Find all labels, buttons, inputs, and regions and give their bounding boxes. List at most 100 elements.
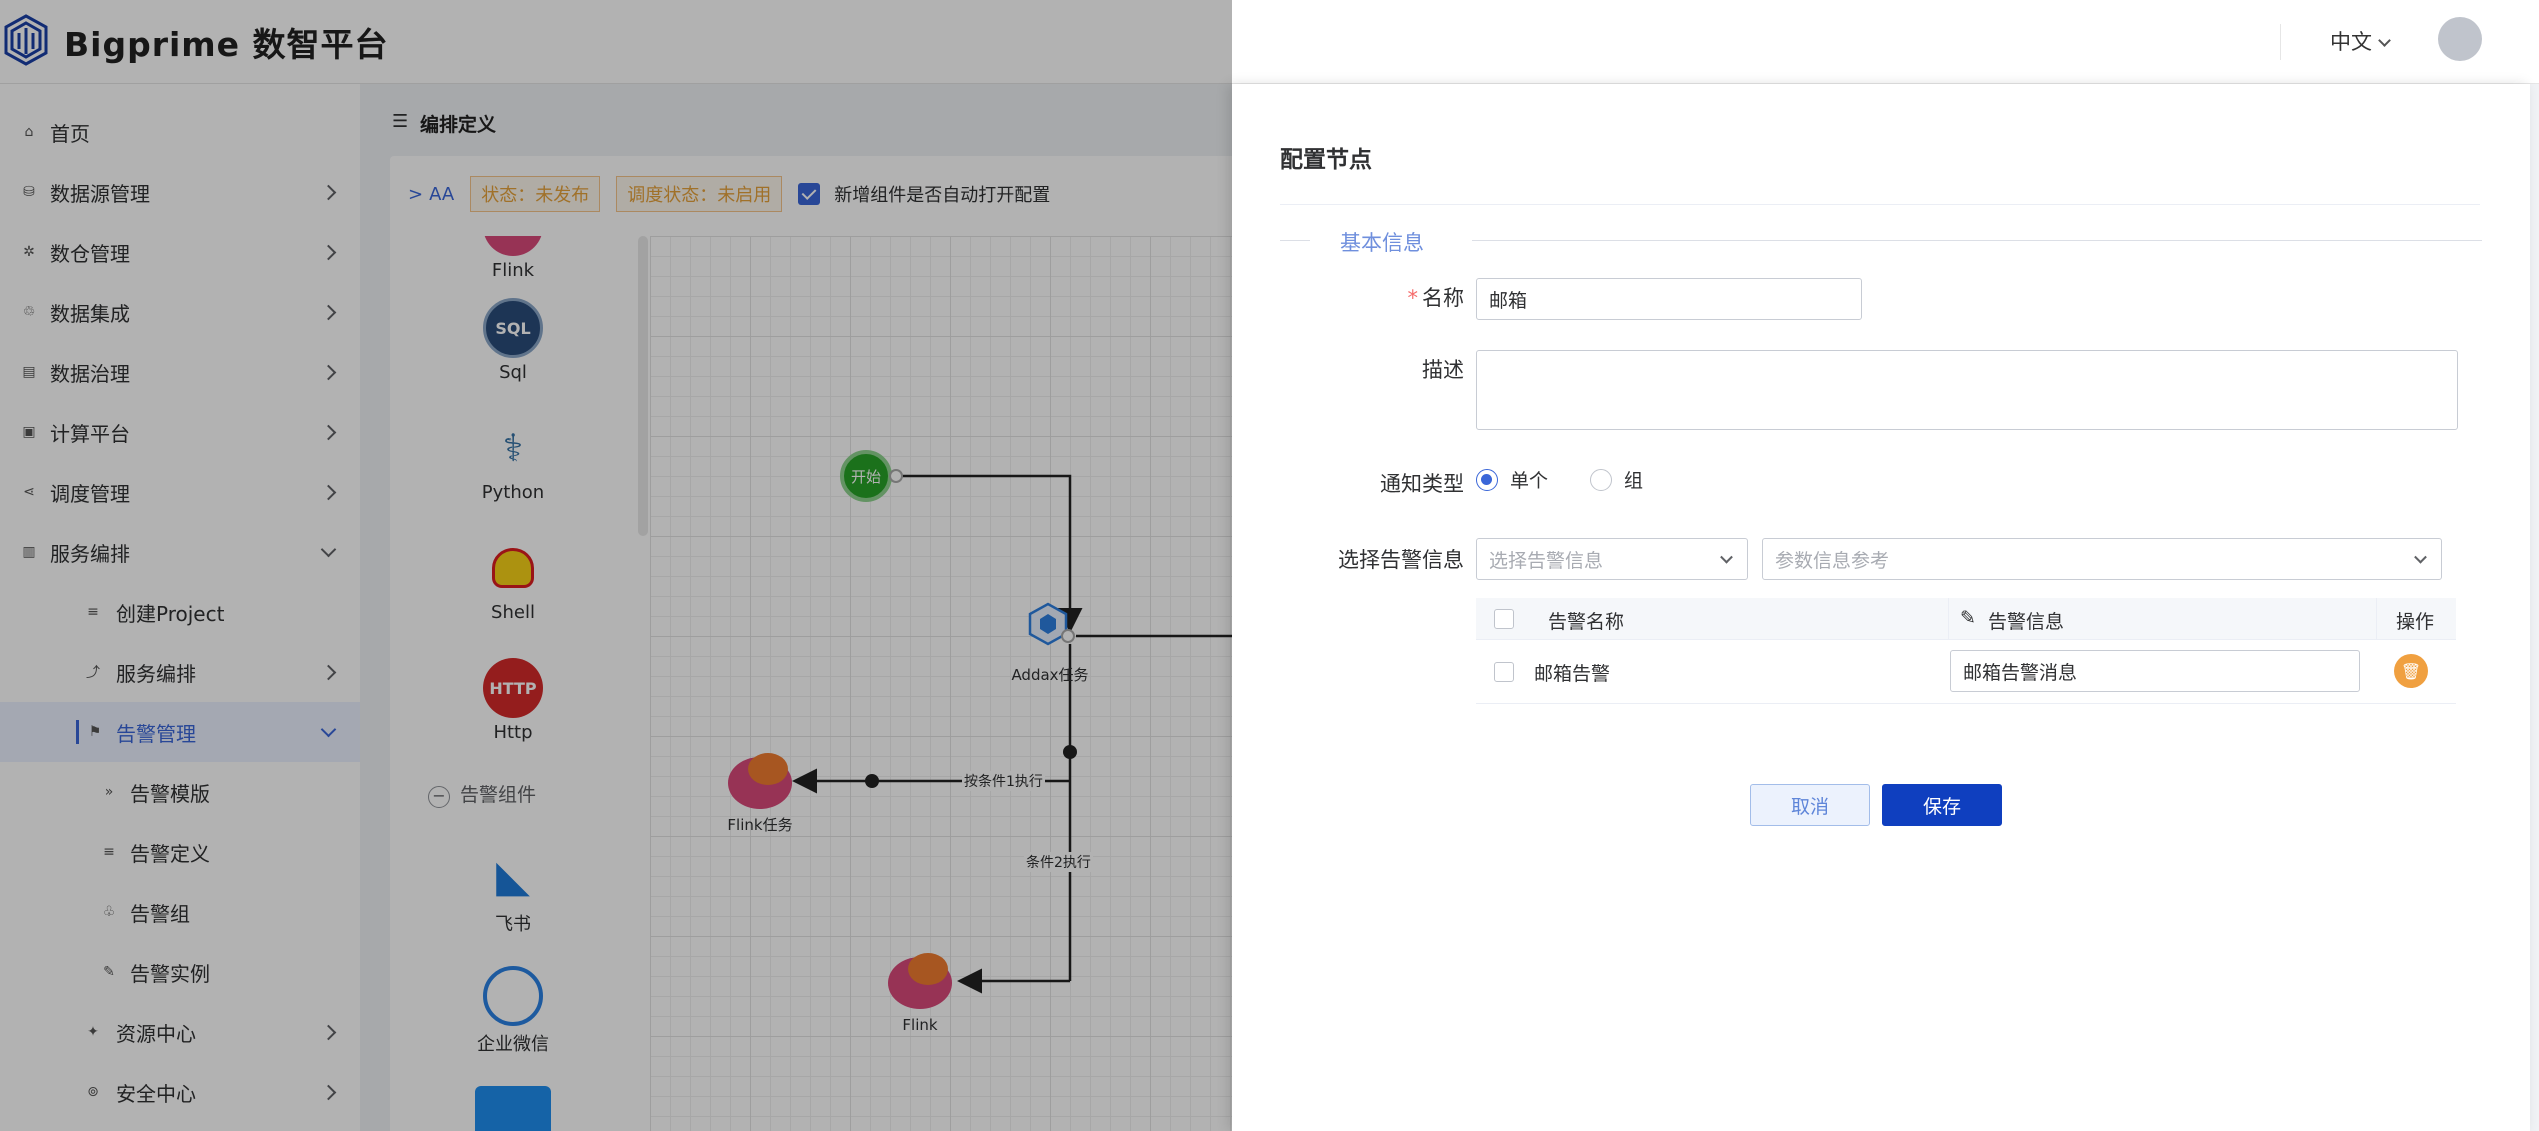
- sidebar-item-home[interactable]: ⌂ 首页: [0, 102, 360, 162]
- sidebar-item-alert-group[interactable]: ♧ 告警组: [0, 882, 360, 942]
- top-header: Bigprime 数智平台 中文: [0, 0, 2539, 84]
- palette-item-wecom[interactable]: 企业微信: [408, 966, 618, 1056]
- cancel-button[interactable]: 取消: [1750, 784, 1870, 826]
- alert-message-input[interactable]: 邮箱告警消息: [1950, 650, 2360, 692]
- sidebar-item-datasource[interactable]: ⛁ 数据源管理: [0, 162, 360, 222]
- sidebar-item-alert-definition[interactable]: ≡ 告警定义: [0, 822, 360, 882]
- palette-item-label: 企业微信: [477, 1034, 549, 1055]
- integration-icon: ♲: [22, 304, 36, 320]
- notify-type-label: 通知类型: [1380, 472, 1464, 496]
- param-reference-select[interactable]: 参数信息参考: [1762, 538, 2442, 580]
- sidebar-item-label: 安全中心: [116, 1081, 196, 1106]
- group-icon: ♧: [102, 904, 116, 920]
- governance-icon: ▤: [22, 364, 36, 380]
- sidebar-item-label: 计算平台: [50, 421, 130, 446]
- select-placeholder: 选择告警信息: [1489, 549, 1604, 572]
- column-header-alert-name: 告警名称: [1548, 611, 1625, 633]
- sidebar-item-schedule[interactable]: ⋖ 调度管理: [0, 462, 360, 522]
- auto-open-checkbox[interactable]: [798, 183, 821, 205]
- palette-item-shell[interactable]: Shell: [408, 538, 618, 623]
- palette-item-label: Flink: [491, 260, 535, 281]
- palette-item-feishu[interactable]: ◣ 飞书: [408, 846, 618, 936]
- column-separator: [1948, 598, 1949, 640]
- section-divider-left: [1280, 240, 1310, 241]
- flow-name[interactable]: AA: [429, 183, 455, 205]
- sidebar-item-alert-instance[interactable]: ✎ 告警实例: [0, 942, 360, 1002]
- palette-item-label: Python: [481, 482, 545, 503]
- name-field[interactable]: 邮箱: [1476, 278, 1862, 320]
- palette-item-flink[interactable]: Flink: [408, 236, 618, 281]
- sidebar-item-label: 告警模版: [130, 781, 210, 806]
- orchestration-icon: ▥: [22, 544, 36, 560]
- row-checkbox[interactable]: [1494, 662, 1514, 682]
- sidebar-item-compute[interactable]: ▣ 计算平台: [0, 402, 360, 462]
- edit-icon: ✎: [1960, 607, 1976, 629]
- header-divider: [2280, 24, 2281, 60]
- alert-name-cell: 邮箱告警: [1534, 663, 1611, 685]
- sidebar-item-label: 服务编排: [116, 661, 196, 686]
- active-indicator: [76, 720, 79, 744]
- radio-unchecked-icon: [1590, 468, 1612, 491]
- warehouse-icon: ✲: [23, 244, 35, 260]
- alert-info-select[interactable]: 选择告警信息: [1476, 538, 1748, 580]
- status-badge: 状态：未发布: [470, 176, 601, 212]
- flink-task-node-label[interactable]: Flink任务: [727, 816, 793, 834]
- save-button[interactable]: 保存: [1882, 784, 2002, 826]
- sidebar-item-label: 告警组: [130, 901, 190, 926]
- start-node[interactable]: 开始: [850, 468, 881, 486]
- modal-overlay[interactable]: [0, 0, 1232, 1131]
- sidebar-item-resource-center[interactable]: ✦ 资源中心: [0, 1002, 360, 1062]
- palette-item-sql[interactable]: SQL Sql: [408, 298, 618, 383]
- chart-icon: ⤴: [86, 665, 100, 681]
- sidebar-item-alert-management[interactable]: ⚑ 告警管理: [0, 702, 360, 762]
- palette-item-label: 飞书: [495, 914, 531, 935]
- flink-icon: [483, 236, 543, 256]
- description-field[interactable]: [1476, 350, 2458, 430]
- palette-item-dingtalk[interactable]: [408, 1086, 618, 1131]
- notify-type-group-radio[interactable]: 组: [1590, 466, 1643, 493]
- language-select[interactable]: 中文: [2330, 26, 2391, 56]
- notify-type-single-radio[interactable]: 单个: [1476, 466, 1548, 493]
- shell-icon: [492, 548, 534, 588]
- page-title: 编排定义: [420, 114, 497, 136]
- sidebar-item-security-center[interactable]: ⊚ 安全中心: [0, 1062, 360, 1122]
- flow-toolbar: > AA 状态：未发布 调度状态：未启用 新增组件是否自动打开配置: [408, 176, 1050, 212]
- sidebar-item-alert-template[interactable]: » 告警模版: [0, 762, 360, 822]
- select-all-checkbox[interactable]: [1494, 609, 1514, 629]
- addax-node-label[interactable]: Addax任务: [1011, 666, 1089, 684]
- alert-info-label: 选择告警信息: [1338, 548, 1464, 572]
- sidebar-item-label: 资源中心: [116, 1021, 196, 1046]
- sidebar-item-label: 告警管理: [116, 721, 196, 746]
- sidebar-item-create-project[interactable]: ≡ 创建Project: [0, 582, 360, 642]
- group-label: 告警组件: [460, 784, 537, 806]
- palette-scrollbar[interactable]: [638, 236, 648, 536]
- alert-component-group[interactable]: −告警组件: [428, 780, 536, 808]
- python-icon: ⚕: [502, 426, 524, 470]
- column-header-actions: 操作: [2396, 611, 2435, 633]
- drawer-divider: [1280, 204, 2480, 205]
- sidebar-item-label: 数仓管理: [50, 241, 130, 266]
- component-palette: Flink SQL Sql ⚕ Python Shell HTTP Http −…: [408, 236, 618, 1131]
- palette-item-python[interactable]: ⚕ Python: [408, 418, 618, 503]
- palette-item-label: Shell: [491, 602, 535, 623]
- feishu-icon: ◣: [496, 850, 530, 902]
- schedule-icon: ⋖: [23, 484, 35, 500]
- flink-node-label[interactable]: Flink: [902, 1016, 938, 1034]
- user-avatar[interactable]: [2438, 17, 2482, 61]
- sidebar-item-orchestration[interactable]: ▥ 服务编排: [0, 522, 360, 582]
- chevron-right-icon[interactable]: >: [408, 183, 424, 205]
- sidebar-item-governance[interactable]: ▤ 数据治理: [0, 342, 360, 402]
- column-header-alert-message: 告警信息: [1988, 611, 2065, 633]
- delete-row-button[interactable]: 🗑: [2394, 654, 2428, 688]
- radio-label: 组: [1624, 470, 1644, 492]
- sidebar-item-service-orchestration[interactable]: ⤴ 服务编排: [0, 642, 360, 702]
- palette-item-http[interactable]: HTTP Http: [408, 658, 618, 743]
- http-icon: HTTP: [483, 658, 543, 718]
- auto-open-label: 新增组件是否自动打开配置: [834, 185, 1051, 206]
- sidebar-item-integration[interactable]: ♲ 数据集成: [0, 282, 360, 342]
- sidebar-item-label: 告警实例: [130, 961, 210, 986]
- sidebar-item-warehouse[interactable]: ✲ 数仓管理: [0, 222, 360, 282]
- name-label-text: 名称: [1422, 286, 1464, 310]
- radio-label: 单个: [1510, 470, 1549, 492]
- column-separator: [2376, 598, 2377, 640]
